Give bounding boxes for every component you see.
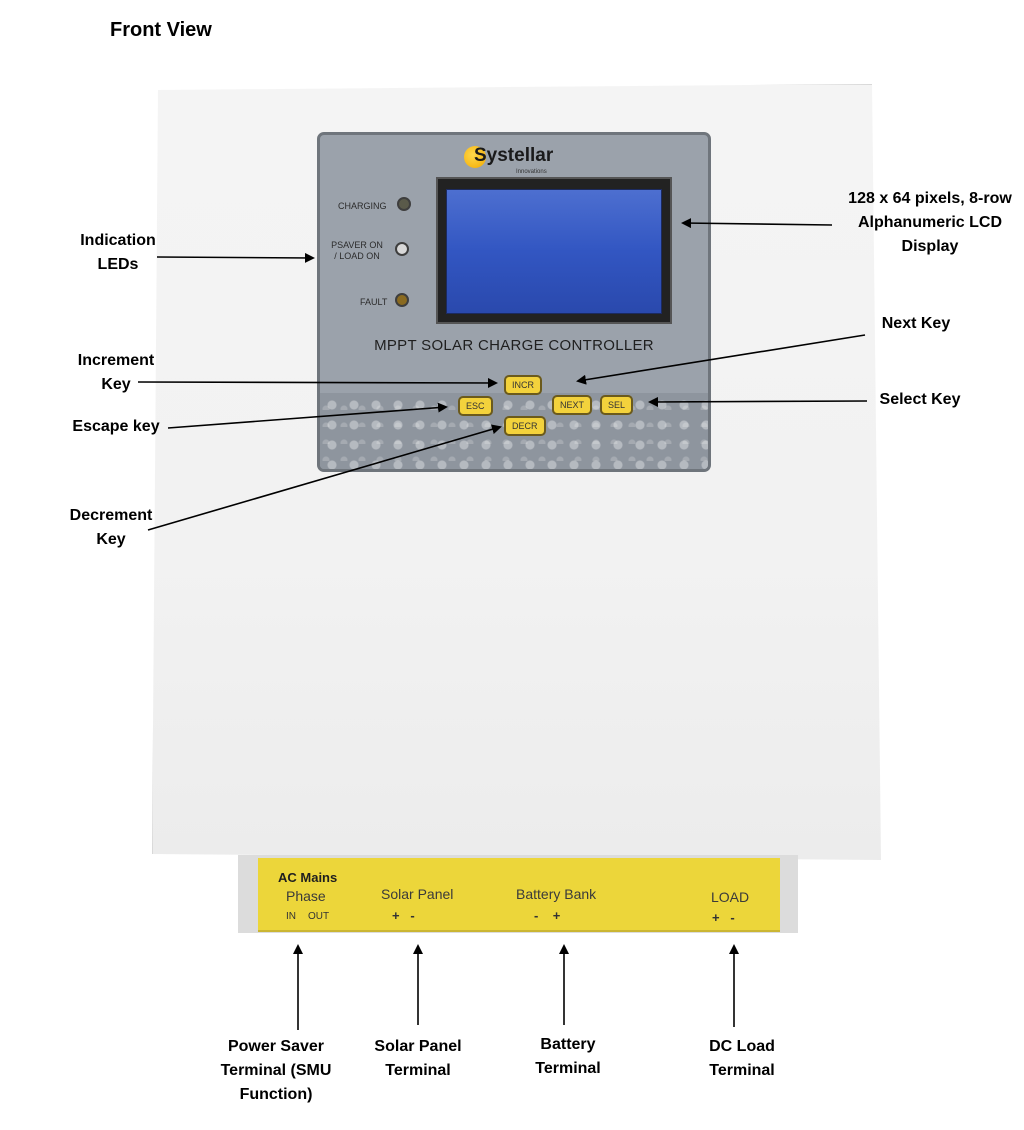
esc-button[interactable]: ESC <box>458 396 493 416</box>
next-button[interactable]: NEXT <box>552 395 593 415</box>
load-polarity: + - <box>712 910 735 925</box>
brand-sub: Innovations <box>516 169 547 175</box>
arrow-indication-leds <box>156 252 315 263</box>
sel-button[interactable]: SEL <box>600 395 634 415</box>
incr-button[interactable]: INCR <box>504 375 542 395</box>
psaver-led-icon <box>395 242 409 256</box>
callout-dc-load: DC Load Terminal <box>709 1038 775 1079</box>
led-label-charging: CHARGING <box>338 201 387 211</box>
arrow-select <box>648 396 868 407</box>
brand-name: Systellar <box>474 145 554 166</box>
phase-out-label: OUT <box>308 911 330 922</box>
arrow-decrement <box>147 424 502 531</box>
panel-title: MPPT SOLAR CHARGE CONTROLLER <box>374 337 654 354</box>
callout-decrement-key: Decrement Key <box>69 507 153 548</box>
control-panel: Systellar Innovations CHARGING PSAVER ON… <box>317 132 711 472</box>
callout-solar-terminal: Solar Panel Terminal <box>374 1038 462 1079</box>
callout-lcd-display: 128 x 64 pixels, 8-row Alphanumeric LCD … <box>848 190 1012 255</box>
sun-icon <box>464 146 486 168</box>
solar-polarity: + - <box>392 908 415 923</box>
load-label: LOAD <box>711 889 750 905</box>
led-label-psaver: PSAVER ON / LOAD ON <box>331 240 383 261</box>
ac-mains-label: AC Mains <box>278 870 338 885</box>
arrow-escape <box>167 402 448 429</box>
solar-panel-label: Solar Panel <box>381 886 454 902</box>
callout-select-key: Select Key <box>879 391 961 408</box>
callout-escape-key: Escape key <box>72 418 160 435</box>
charging-led-icon <box>397 197 411 211</box>
callout-battery-terminal: Battery Terminal <box>535 1036 601 1077</box>
phase-label: Phase <box>286 888 326 904</box>
arrow-lcd <box>681 218 833 229</box>
lcd-screen <box>446 189 662 314</box>
led-label-fault: FAULT <box>360 297 388 307</box>
arrow-increment <box>137 377 498 388</box>
phase-in-label: IN <box>286 911 296 922</box>
terminal-strip: AC Mains Phase IN OUT Solar Panel + - Ba… <box>258 858 780 932</box>
callout-indication-leds: Indication LEDs <box>80 232 156 273</box>
lcd-display <box>436 177 672 324</box>
decr-button[interactable]: DECR <box>504 416 546 436</box>
battery-polarity: - + <box>534 908 561 923</box>
callout-next-key: Next Key <box>881 315 951 332</box>
battery-bank-label: Battery Bank <box>516 886 597 902</box>
fault-led-icon <box>395 293 409 307</box>
page-title: Front View <box>110 19 212 41</box>
callout-power-saver: Power Saver Terminal (SMU Function) <box>220 1038 332 1103</box>
callout-increment-key: Increment Key <box>77 352 155 393</box>
arrow-next <box>576 334 866 385</box>
